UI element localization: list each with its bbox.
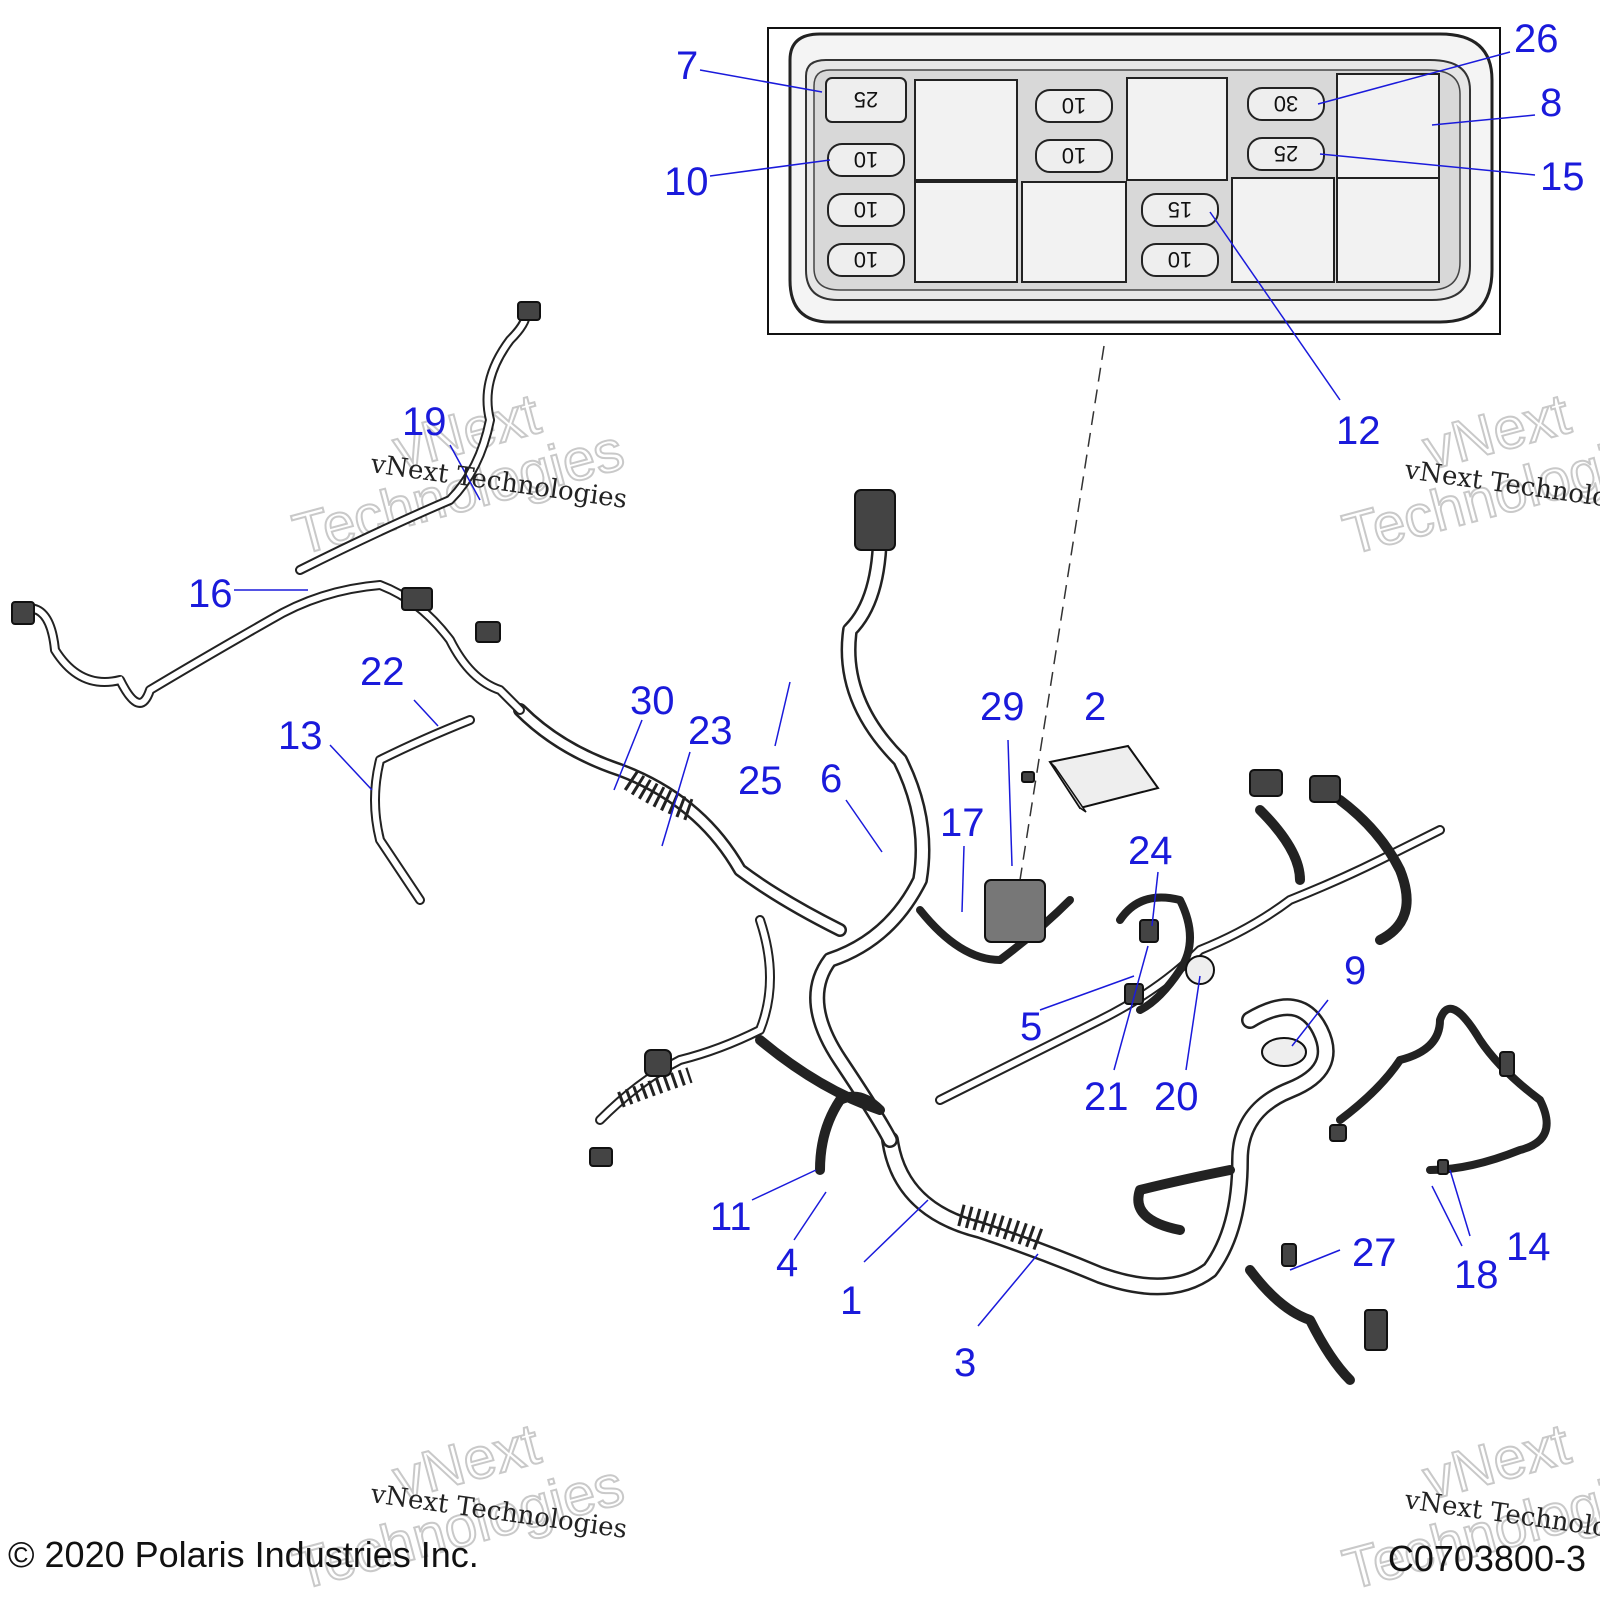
harness-connectors [11,301,1515,1351]
svg-text:10: 10 [854,197,878,222]
svg-text:10: 10 [854,147,878,172]
fuse-f5: 10 [1035,89,1113,123]
leader-lines [234,51,1536,1327]
callout-7: 7 [676,44,698,88]
callout-20: 20 [1154,1075,1199,1119]
callout-10: 10 [664,160,709,204]
callout-4: 4 [776,1241,798,1285]
callout-14: 14 [1506,1225,1551,1269]
svg-text:10: 10 [1062,93,1086,118]
callout-1: 1 [840,1279,862,1323]
fuse-f6: 10 [1035,139,1113,173]
fuse-box-inset: 25 10 10 10 10 10 15 10 [767,27,1501,335]
svg-text:15: 15 [1168,197,1192,222]
fuse-f4: 10 [827,243,905,277]
callout-17: 17 [940,801,985,845]
callout-30: 30 [630,679,675,723]
callout-29: 29 [980,685,1025,729]
callout-5: 5 [1020,1005,1042,1049]
grommet-20 [1185,955,1215,985]
callout-9: 9 [1344,949,1366,993]
callout-21: 21 [1084,1075,1129,1119]
callout-26: 26 [1514,17,1559,61]
watermark-small-layer: vNext Technologies vNext Technologies vN… [368,449,1600,1551]
callout-19: 19 [402,400,447,444]
callout-2: 2 [1084,685,1106,729]
svg-text:10: 10 [854,247,878,272]
watermark-layer: Technologies vNext Technologies vNext Te… [286,380,1600,1600]
fuse-f1: 25 [825,77,907,123]
callout-24: 24 [1128,829,1173,873]
figure-id: C0703800-3 [1387,1538,1586,1579]
callout-3: 3 [954,1341,976,1385]
callout-11: 11 [710,1195,752,1239]
copyright-notice: © 2020 Polaris Industries Inc. [8,1534,479,1575]
fuse-f10: 25 [1247,137,1325,171]
harness-drawing [15,305,1551,1385]
svg-text:25: 25 [854,87,878,112]
callout-18: 18 [1454,1253,1499,1297]
svg-text:25: 25 [1274,141,1298,166]
fuse-f9: 30 [1247,87,1325,121]
callout-15: 15 [1540,155,1585,199]
svg-text:10: 10 [1168,247,1192,272]
callout-labels: 7 10 26 8 15 12 19 16 22 13 30 23 25 6 1… [188,17,1585,1385]
svg-text:10: 10 [1062,143,1086,168]
callout-12: 12 [1336,409,1381,453]
svg-text:30: 30 [1274,91,1298,116]
callout-22: 22 [360,650,405,694]
module-2 [1048,744,1160,813]
inset-leader-line [1019,345,1105,881]
callout-23: 23 [688,709,733,753]
callout-6: 6 [820,757,842,801]
relay-blocks [914,73,1440,283]
callout-25: 25 [738,759,783,803]
callout-27: 27 [1352,1231,1397,1275]
fuse-f7: 15 [1141,193,1219,227]
callout-8: 8 [1540,81,1562,125]
callout-16: 16 [188,572,233,616]
fuse-f2: 10 [827,143,905,177]
callout-13: 13 [278,714,323,758]
fuse-f3: 10 [827,193,905,227]
fuse-f8: 10 [1141,243,1219,277]
grommet-9 [1261,1037,1307,1067]
